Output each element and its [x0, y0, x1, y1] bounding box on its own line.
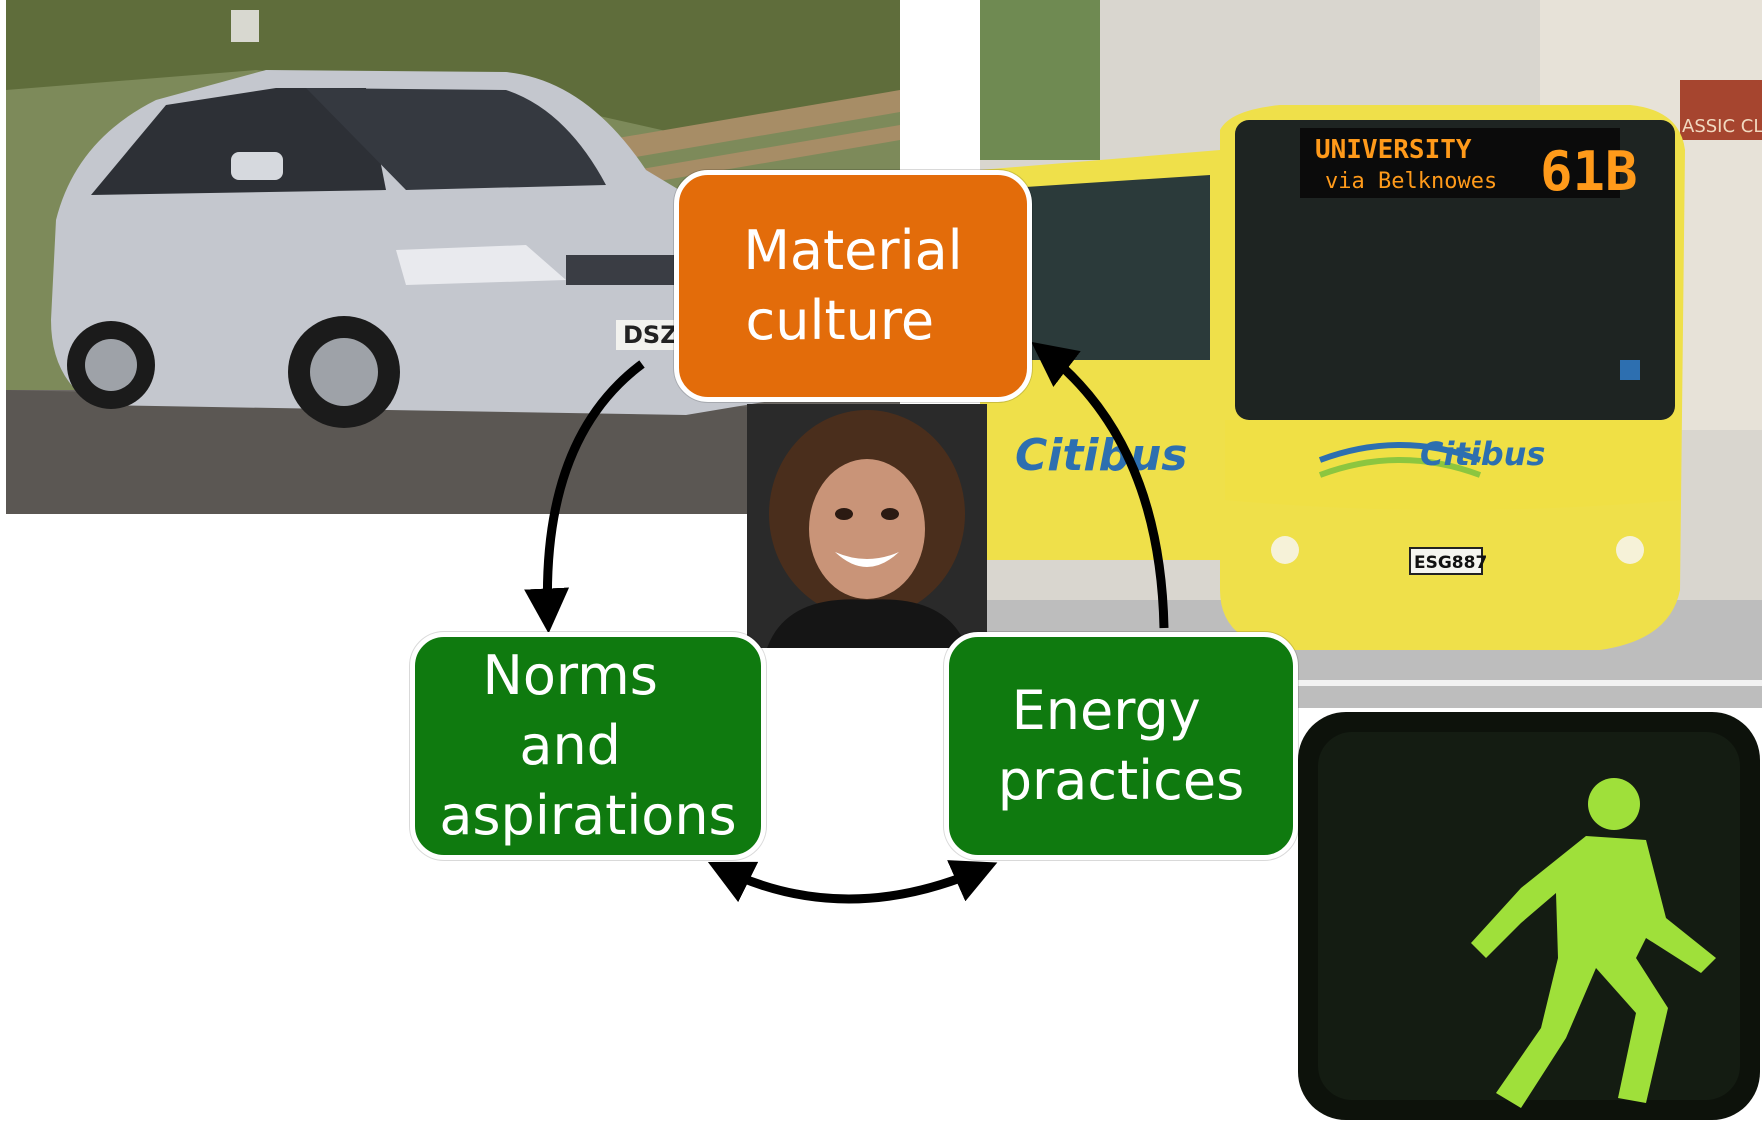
person-portrait-icon — [767, 410, 967, 648]
portrait-photo — [747, 404, 987, 648]
bus-photo: ASSIC CLOT Citibus UNIVERSITY via Belkno… — [980, 0, 1762, 708]
node-material-culture: Material culture — [674, 170, 1032, 402]
node-energy-line2: practices — [997, 749, 1245, 812]
node-norms-and-aspirations: Norms and aspirations — [410, 632, 766, 860]
bus-route-text: 61B — [1540, 140, 1638, 203]
bus-via-text: via Belknowes — [1325, 169, 1497, 194]
shop-sign-text: ASSIC CLOT — [1682, 116, 1762, 137]
pedestrian-walk-icon — [1471, 778, 1716, 1108]
bus-side-brand-text: Citibus — [1015, 430, 1188, 481]
node-energy-practices: Energy practices — [944, 632, 1298, 860]
node-energy-line1: Energy — [1011, 679, 1201, 742]
bus-front-brand-text: Citibus — [1420, 435, 1545, 473]
node-norms-line2: aspirations — [439, 784, 737, 847]
bus-destination-text: UNIVERSITY — [1315, 135, 1472, 165]
car-plate-text: DSZ — [623, 321, 678, 349]
bus-plate-text: ESG887 — [1414, 553, 1487, 573]
walk-signal-photo — [1296, 708, 1762, 1123]
node-material-line2: culture — [745, 289, 935, 352]
arrow-norms-energy-bidirectional — [707, 860, 998, 904]
node-material-line1: Material — [743, 219, 963, 282]
node-norms-line1: Norms and — [482, 644, 658, 777]
